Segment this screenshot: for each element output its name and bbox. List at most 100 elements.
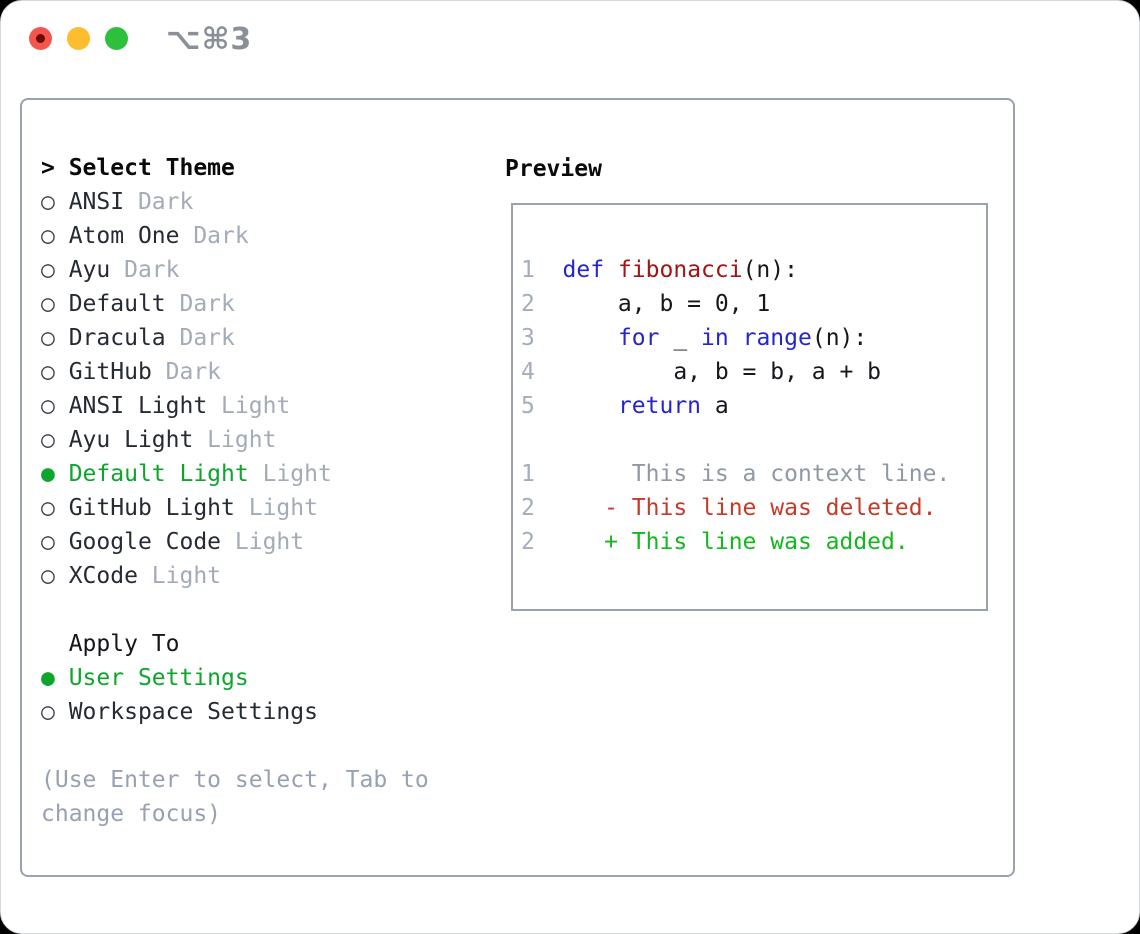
code-line: 1 This is a context line. bbox=[521, 457, 950, 491]
code-segment: This is a context line. bbox=[562, 461, 951, 487]
code-segment bbox=[563, 393, 618, 419]
apply-to-header: Apply To bbox=[41, 627, 429, 661]
code-segment: def bbox=[562, 257, 605, 283]
theme-option-label: XCode bbox=[68, 563, 138, 589]
code-line: 5 return a bbox=[521, 389, 950, 423]
theme-option-label: Ayu bbox=[68, 257, 111, 283]
theme-option[interactable]: ○ GitHub Light Light bbox=[41, 491, 429, 525]
window-shortcut-label: ⌥⌘3 bbox=[166, 22, 253, 57]
apply-to-title: Apply To bbox=[41, 631, 180, 657]
code-segment: return bbox=[617, 393, 702, 419]
radio-unselected-icon: ○ bbox=[41, 393, 69, 419]
theme-variant-label: Light bbox=[207, 393, 291, 419]
radio-unselected-icon: ○ bbox=[41, 359, 69, 385]
code-line: 2 a, b = 0, 1 bbox=[521, 287, 950, 321]
code-segment bbox=[729, 325, 743, 351]
code-line: 4 a, b = b, a + b bbox=[521, 355, 950, 389]
theme-option-label: Default bbox=[68, 291, 166, 317]
help-text-line: (Use Enter to select, Tab to bbox=[41, 767, 429, 793]
theme-option[interactable]: ○ Ayu Dark bbox=[41, 253, 429, 287]
theme-option[interactable]: ○ ANSI Dark bbox=[41, 185, 429, 219]
code-segment: in bbox=[701, 325, 729, 351]
code-segment: a bbox=[701, 393, 729, 419]
maximize-button[interactable] bbox=[105, 27, 128, 50]
line-number: 3 bbox=[521, 325, 563, 351]
radio-unselected-icon: ○ bbox=[41, 189, 69, 215]
code-line: 1 def fibonacci(n): bbox=[521, 253, 950, 287]
theme-option[interactable]: ○ GitHub Dark bbox=[41, 355, 429, 389]
theme-option[interactable]: ○ ANSI Light Light bbox=[41, 389, 429, 423]
line-number: 5 bbox=[521, 393, 563, 419]
theme-variant-label: Dark bbox=[151, 359, 222, 385]
radio-unselected-icon: ○ bbox=[41, 325, 69, 351]
help-text: change focus) bbox=[41, 797, 429, 831]
theme-option-label: Google Code bbox=[68, 529, 222, 555]
close-button[interactable] bbox=[29, 27, 52, 50]
line-number: 2 bbox=[521, 291, 563, 317]
code-segment: - This line was deleted. bbox=[562, 495, 937, 521]
theme-variant-label: Light bbox=[234, 495, 318, 521]
theme-option[interactable]: ○ Default Dark bbox=[41, 287, 429, 321]
spacer bbox=[41, 729, 429, 763]
code-line: 3 for _ in range(n): bbox=[521, 321, 950, 355]
radio-unselected-icon: ○ bbox=[41, 223, 69, 249]
radio-unselected-icon: ○ bbox=[41, 257, 69, 283]
code-line: 2 - This line was deleted. bbox=[521, 491, 950, 525]
code-segment: (n): bbox=[742, 257, 798, 283]
code-segment bbox=[563, 325, 618, 351]
theme-variant-label: Dark bbox=[165, 291, 235, 317]
line-number: 2 bbox=[521, 495, 563, 521]
radio-selected-icon: ● bbox=[41, 665, 69, 691]
code-segment bbox=[604, 257, 618, 283]
apply-option-label: User Settings bbox=[68, 665, 249, 691]
theme-option[interactable]: ○ XCode Light bbox=[41, 559, 429, 593]
apply-option-label: Workspace Settings bbox=[68, 699, 318, 725]
radio-unselected-icon: ○ bbox=[41, 699, 69, 725]
theme-variant-label: Dark bbox=[179, 223, 249, 249]
theme-option-label: Dracula bbox=[68, 325, 166, 351]
line-number: 4 bbox=[521, 359, 563, 385]
radio-unselected-icon: ○ bbox=[41, 427, 69, 453]
theme-option[interactable]: ○ Ayu Light Light bbox=[41, 423, 429, 457]
theme-option-label: ANSI bbox=[68, 189, 125, 215]
close-button-dot bbox=[36, 34, 45, 43]
focus-marker: > bbox=[41, 155, 69, 181]
theme-option[interactable]: ● Default Light Light bbox=[41, 457, 429, 491]
preview-title: Preview bbox=[505, 156, 602, 182]
theme-variant-label: Light bbox=[248, 461, 332, 487]
theme-option-label: GitHub bbox=[68, 359, 152, 385]
theme-option-label: ANSI Light bbox=[68, 393, 208, 419]
code-segment: _ bbox=[659, 325, 702, 351]
radio-unselected-icon: ○ bbox=[41, 291, 69, 317]
apply-option[interactable]: ○ Workspace Settings bbox=[41, 695, 429, 729]
apply-option[interactable]: ● User Settings bbox=[41, 661, 429, 695]
radio-unselected-icon: ○ bbox=[41, 563, 69, 589]
radio-unselected-icon: ○ bbox=[41, 529, 69, 555]
theme-variant-label: Light bbox=[137, 563, 222, 589]
code-segment: (n): bbox=[811, 325, 868, 351]
theme-variant-label: Light bbox=[193, 427, 277, 453]
line-number: 2 bbox=[521, 529, 563, 555]
theme-option[interactable]: ○ Dracula Dark bbox=[41, 321, 429, 355]
code-line: 2 + This line was added. bbox=[521, 525, 950, 559]
theme-option[interactable]: ○ Google Code Light bbox=[41, 525, 429, 559]
code-segment: range bbox=[742, 325, 812, 351]
theme-option-label: Default Light bbox=[68, 461, 249, 487]
radio-unselected-icon: ○ bbox=[41, 495, 69, 521]
theme-option-label: Atom One bbox=[68, 223, 180, 249]
help-text-line: change focus) bbox=[41, 801, 222, 827]
theme-variant-label: Dark bbox=[124, 189, 194, 215]
theme-select-header: > Select Theme bbox=[41, 151, 429, 185]
minimize-button[interactable] bbox=[67, 27, 90, 50]
theme-option-label: GitHub Light bbox=[68, 495, 235, 521]
main-panel: > Select Theme○ ANSI Dark○ Atom One Dark… bbox=[20, 98, 1015, 877]
theme-option[interactable]: ○ Atom One Dark bbox=[41, 219, 429, 253]
radio-selected-icon: ● bbox=[41, 461, 69, 487]
code-segment: fibonacci bbox=[617, 257, 743, 283]
theme-selector-column: > Select Theme○ ANSI Dark○ Atom One Dark… bbox=[41, 151, 429, 831]
theme-select-title: Select Theme bbox=[68, 155, 235, 181]
theme-variant-label: Dark bbox=[165, 325, 235, 351]
spacer bbox=[41, 593, 429, 627]
